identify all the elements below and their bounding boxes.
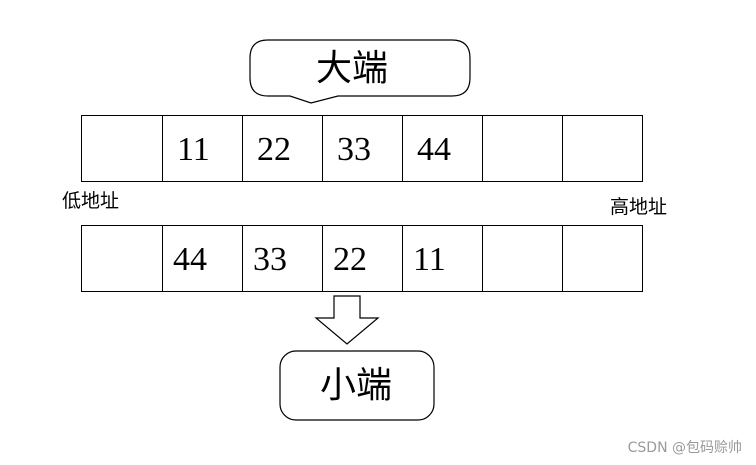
memory-cell: 44 <box>163 225 243 292</box>
down-arrow-icon <box>314 295 380 345</box>
low-address-label: 低地址 <box>62 190 120 212</box>
memory-cell: 11 <box>163 115 243 182</box>
memory-cell: 11 <box>403 225 483 292</box>
high-address-label: 高地址 <box>610 196 668 218</box>
little-endian-memory-row: 44 33 22 11 <box>81 225 643 292</box>
memory-cell: 22 <box>243 115 323 182</box>
memory-cell <box>82 115 163 182</box>
memory-cell: 22 <box>323 225 403 292</box>
little-endian-label: 小端 <box>320 365 393 406</box>
memory-cell: 33 <box>243 225 323 292</box>
watermark: CSDN @包码赊帅 <box>627 440 742 456</box>
little-endian-box <box>279 350 435 421</box>
memory-cell <box>563 225 643 292</box>
memory-cell: 44 <box>403 115 483 182</box>
big-endian-callout-shape <box>249 39 471 104</box>
memory-cell <box>82 225 163 292</box>
memory-cell <box>483 225 563 292</box>
big-endian-memory-row: 11 22 33 44 <box>81 115 643 182</box>
memory-cell <box>563 115 643 182</box>
big-endian-label: 大端 <box>316 48 389 89</box>
memory-cell: 33 <box>323 115 403 182</box>
memory-cell <box>483 115 563 182</box>
